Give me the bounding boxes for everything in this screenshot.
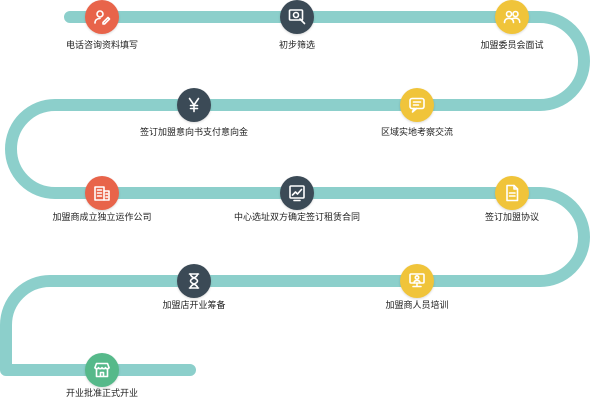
yen-icon [184, 95, 204, 115]
step-label-2: 初步筛选 [278, 41, 316, 51]
step-label-3: 加盟委员会面试 [480, 41, 544, 51]
step-node-2[interactable] [280, 0, 314, 34]
process-track-path [0, 11, 590, 376]
storefront-icon [92, 360, 112, 380]
step-node-3[interactable] [495, 0, 529, 34]
step-label-5: 签订加盟意向书支付意向金 [139, 128, 249, 138]
step-node-5[interactable] [177, 88, 211, 122]
step-label-7: 中心选址双方确定签订租赁合同 [233, 213, 361, 223]
step-label-4: 区域实地考察交流 [380, 128, 454, 138]
document-icon [502, 183, 522, 203]
step-label-10: 加盟店开业筹备 [162, 301, 226, 311]
step-label-8: 签订加盟协议 [484, 213, 540, 223]
step-node-10[interactable] [177, 264, 211, 298]
step-label-1: 电话咨询资料填写 [65, 41, 139, 51]
step-label-6: 加盟商成立独立运作公司 [52, 213, 152, 223]
step-node-11[interactable] [85, 353, 119, 387]
screen-search-icon [287, 7, 307, 27]
step-node-8[interactable] [495, 176, 529, 210]
group-interview-icon [502, 7, 522, 27]
step-label-11: 开业批准正式开业 [65, 389, 139, 399]
step-label-9: 加盟商人员培训 [385, 301, 449, 311]
chart-board-icon [287, 183, 307, 203]
training-icon [407, 271, 427, 291]
chat-bubble-icon [407, 95, 427, 115]
step-node-9[interactable] [400, 264, 434, 298]
step-node-7[interactable] [280, 176, 314, 210]
step-node-1[interactable] [85, 0, 119, 34]
step-node-4[interactable] [400, 88, 434, 122]
user-edit-icon [92, 7, 112, 27]
building-icon [92, 183, 112, 203]
hourglass-icon [184, 271, 204, 291]
step-node-6[interactable] [85, 176, 119, 210]
